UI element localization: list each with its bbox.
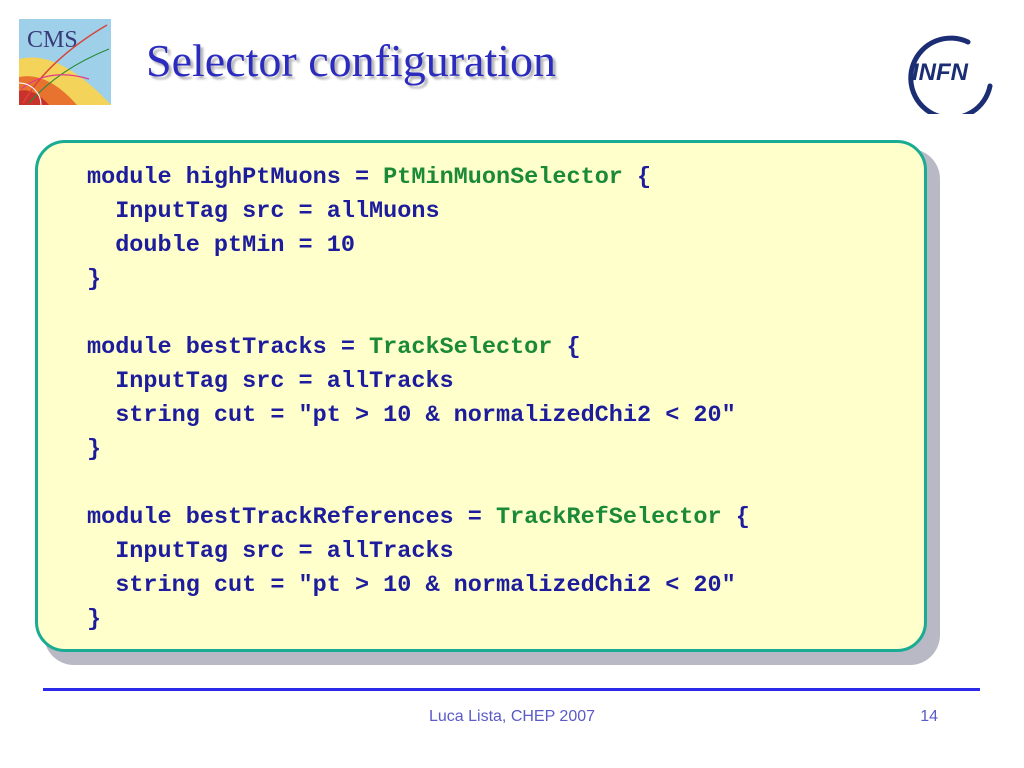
slide-title: Selector configuration: [146, 35, 557, 86]
code-line: module bestTracks = TrackSelector {: [87, 331, 750, 365]
code-line: string cut = "pt > 10 & normalizedChi2 <…: [87, 569, 750, 603]
footer-divider: [43, 688, 980, 691]
close-brace: }: [87, 436, 102, 463]
open-brace: {: [622, 164, 652, 191]
blank-line: [87, 467, 750, 501]
code-line: }: [87, 433, 750, 467]
selector-class-name: TrackSelector: [369, 334, 553, 361]
code-line: InputTag src = allMuons: [87, 195, 750, 229]
cms-logo-text: CMS: [27, 27, 78, 53]
code-line: module bestTrackReferences = TrackRefSel…: [87, 501, 750, 535]
page-number: 14: [920, 708, 938, 725]
selector-class-name: PtMinMuonSelector: [383, 164, 623, 191]
open-brace: {: [552, 334, 581, 361]
code-line: InputTag src = allTracks: [87, 365, 750, 399]
footer-author: Luca Lista, CHEP 2007: [428, 708, 596, 725]
open-brace: {: [721, 504, 750, 531]
code-line: string cut = "pt > 10 & normalizedChi2 <…: [87, 399, 750, 433]
selector-class-name: TrackRefSelector: [495, 504, 722, 531]
parameter-line: InputTag src = allMuons: [87, 198, 440, 225]
close-brace: }: [87, 266, 102, 293]
module-declaration: module bestTracks =: [87, 334, 370, 361]
parameter-line: InputTag src = allTracks: [87, 538, 454, 565]
parameter-line: string cut = "pt > 10 & normalizedChi2 <…: [87, 402, 736, 429]
parameter-line: double ptMin = 10: [87, 232, 355, 259]
parameter-line: string cut = "pt > 10 & normalizedChi2 <…: [87, 572, 736, 599]
module-declaration: module bestTrackReferences =: [87, 504, 496, 531]
code-line: }: [87, 603, 750, 637]
code-line: double ptMin = 10: [87, 229, 750, 263]
code-box: [35, 140, 927, 652]
infn-logo-text: INFN: [912, 59, 969, 86]
parameter-line: InputTag src = allTracks: [87, 368, 454, 395]
infn-logo: INFN: [908, 35, 993, 114]
config-code-listing: module highPtMuons = PtMinMuonSelector {…: [87, 161, 750, 637]
blank-line: [87, 297, 750, 331]
cms-logo: CMS: [19, 19, 111, 105]
module-declaration: module highPtMuons =: [87, 164, 384, 191]
close-brace: }: [87, 606, 102, 633]
code-line: }: [87, 263, 750, 297]
code-line: module highPtMuons = PtMinMuonSelector {: [87, 161, 750, 195]
code-line: InputTag src = allTracks: [87, 535, 750, 569]
